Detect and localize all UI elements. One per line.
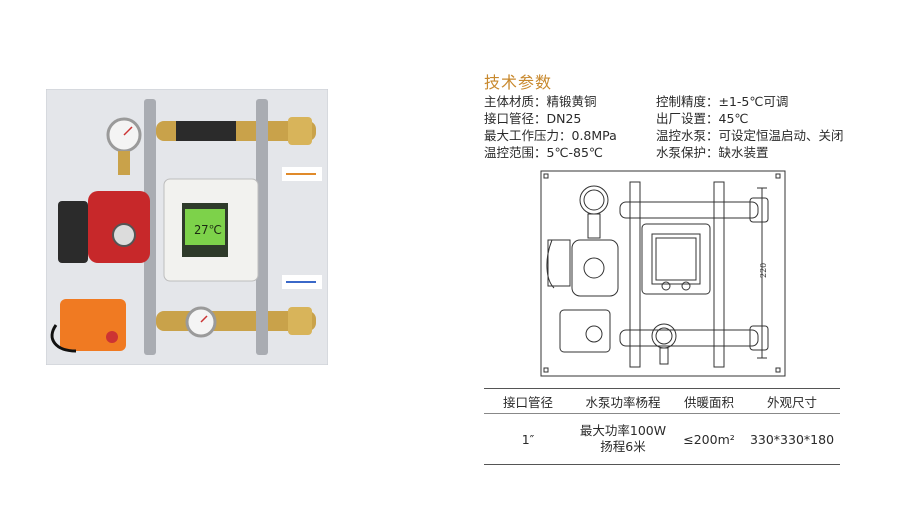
header-pump: 水泵功率杨程 [585, 394, 661, 410]
thermostat-reading: 27℃ [194, 223, 222, 237]
spec-row: 主体材质：精锻黄铜 控制精度：±1-5℃可调 [484, 93, 884, 110]
header-size: 外观尺寸 [766, 394, 817, 410]
spec-pump-protection: 水泵保护：缺水装置 [656, 145, 769, 160]
cell-pump-head: 扬程6米 [600, 439, 646, 454]
cell-pump-power: 最大功率100W [579, 423, 667, 438]
header-pipe: 接口管径 [502, 394, 553, 410]
technical-drawing: 220 [540, 170, 786, 377]
cell-area: ≤200m² [683, 431, 735, 447]
table-row: 1″ 最大功率100W 扬程6米 ≤200m² 330*330*180 [484, 414, 840, 464]
spec-pipe-diameter: 接口管径：DN25 [484, 111, 582, 126]
spec-max-pressure: 最大工作压力：0.8MPa [484, 128, 617, 143]
spec-factory-setting: 出厂设置：45℃ [656, 111, 749, 126]
spec-row: 接口管径：DN25 出厂设置：45℃ [484, 110, 884, 127]
spec-row: 最大工作压力：0.8MPa 温控水泵：可设定恒温启动、关闭 [484, 127, 884, 144]
spec-row: 温控范围：5℃-85℃ 水泵保护：缺水装置 [484, 144, 884, 161]
spec-temperature-pump: 温控水泵：可设定恒温启动、关闭 [656, 128, 844, 143]
cell-pump: 最大功率100W 扬程6米 [572, 423, 674, 455]
dimension-label: 220 [759, 263, 768, 278]
spec-table: 接口管径 水泵功率杨程 供暖面积 外观尺寸 1″ 最大功率100W 扬程6米 ≤… [484, 388, 840, 465]
spec-temperature-range: 温控范围：5℃-85℃ [484, 145, 603, 160]
header-area: 供暖面积 [683, 394, 734, 410]
cell-pipe: 1″ [521, 431, 535, 447]
cell-size: 330*330*180 [749, 431, 835, 447]
spec-control-precision: 控制精度：±1-5℃可调 [656, 94, 789, 109]
section-title: 技术参数 [484, 73, 553, 92]
product-photo: 27℃ [46, 89, 328, 365]
spec-list: 主体材质：精锻黄铜 控制精度：±1-5℃可调 接口管径：DN25 出厂设置：45… [484, 93, 884, 161]
spec-material: 主体材质：精锻黄铜 [484, 94, 597, 109]
table-header: 接口管径 水泵功率杨程 供暖面积 外观尺寸 [484, 389, 840, 414]
